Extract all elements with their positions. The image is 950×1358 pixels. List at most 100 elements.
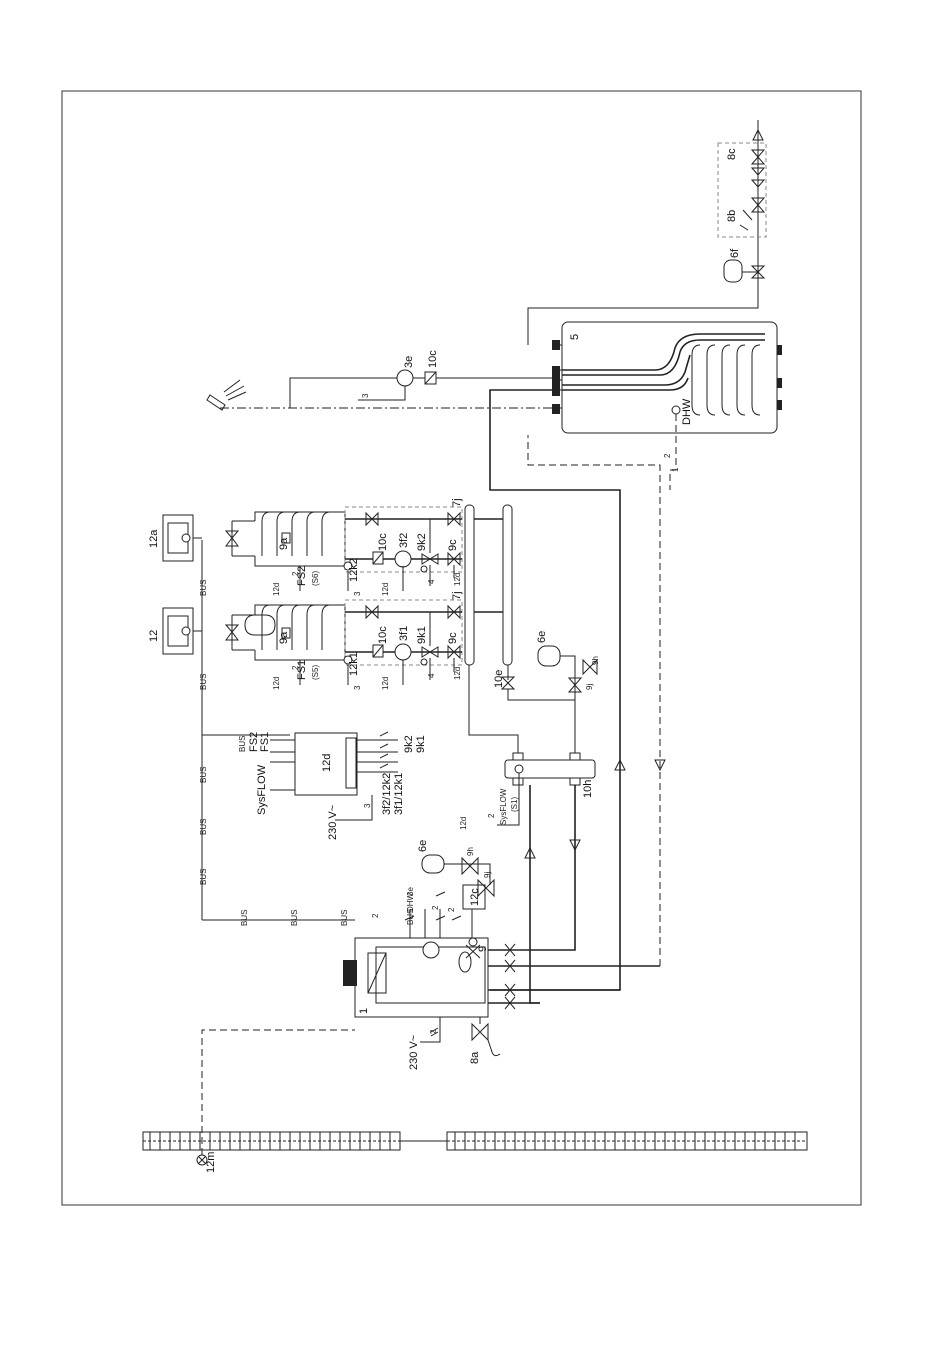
label-c1-12d: 12d [272,677,281,690]
label-bus-3: BUS [340,910,349,926]
heating-circuit-2: 9a 10c 3f2 9k2 9c 7j 12k2 FS2 (S6) 12d 2… [224,498,463,596]
expansion-vessel-cold: 6f [723,248,766,283]
label-bus-8: BUS [199,580,208,596]
label-8c: 8c [726,148,738,160]
control-hub-12d: 12d SysFLOW BUS FS2 FS1 9k2 9k1 3f2/12k2… [238,731,427,815]
label-s1: (S1) [510,797,519,812]
label-hub-bus: BUS [238,736,247,752]
label-c2-wire12d: 12d [381,583,390,596]
heating-circuit-1: 9a 10c 3f1 9k1 9c 7j 12k1 FS1 (S5) 12d 2… [224,591,463,690]
dhw-pump-3e: 3e 10c 3 [358,350,555,401]
label-c2-w2: 2 [291,571,300,576]
label-c1-9a: 9a [278,631,290,644]
remote-control-12a: 12a [148,514,202,562]
label-hub-9k1: 9k1 [415,735,427,753]
label-boiler-dhw: DHW [406,892,415,912]
label-c2-9a: 9a [278,537,290,550]
label-c1-s5: (S5) [311,665,320,680]
label-9j-heating: 9j [585,684,594,690]
label-cyl-w2: 2 [663,453,672,458]
label-cylinder-dhw: DHW [681,398,693,425]
outdoor-wall [142,1131,808,1151]
cold-water-group-8c: 8c 8b [717,142,767,238]
label-bus-4: BUS [199,869,208,885]
label-c2-10c: 10c [377,533,389,551]
label-10c-dhw: 10c [427,350,439,368]
label-6e-heating: 6e [536,631,548,643]
label-remote-12a: 12a [148,529,160,548]
label-12c: 12c [469,888,481,906]
label-c2-7j: 7j [451,498,463,507]
tap-icon [206,379,247,411]
label-sysflow: SysFLOW [499,788,508,825]
label-dhw-wires: 3 [361,393,370,398]
label-c1-w2: 2 [291,665,300,670]
label-cyl-w1: 1 [671,467,680,472]
label-remote-12: 12 [148,630,160,642]
label-bus-1: BUS [240,910,249,926]
diagram-frame [61,90,862,1206]
label-cylinder-5: 5 [569,334,581,340]
label-c2-wire12d-b: 12d [453,573,462,586]
label-8b: 8b [726,210,738,222]
label-boiler-3e: 3e [406,887,415,896]
distribution-manifold: 10e [464,504,575,755]
expansion-vessel-heating: 6e 9h 9j [536,631,600,755]
label-9j-boiler: 9j [483,872,492,878]
label-sysflow-wires: 2 [487,813,496,818]
label-9h-heating: 9h [591,656,600,665]
label-3e: 3e [403,356,415,368]
safety-valve-8a: 8a [469,1017,501,1064]
label-9h-boiler: 9h [466,847,475,856]
label-c1-10c: 10c [377,626,389,644]
label-c2-fs2: FS2 [296,566,308,586]
label-c1-3f1: 3f1 [398,626,410,641]
label-wire-b: 2 [447,907,456,912]
label-bus-2: BUS [290,910,299,926]
hydraulic-separator: 10h SysFLOW (S1) 12d 2 [459,752,596,830]
label-8a: 8a [469,1051,481,1064]
label-boiler-mains-wires: 2 [429,1029,438,1034]
label-c1-w4: 4 [427,673,436,678]
label-c2-12d: 12d [272,583,281,596]
label-boiler-9: 9 [477,946,489,952]
label-c2-9k2: 9k2 [416,533,428,551]
label-c1-7j: 7j [451,591,463,600]
label-c2-9c: 9c [447,539,459,551]
label-hub-left: SysFLOW [256,764,268,815]
label-c1-w3: 3 [353,685,362,690]
label-bus-7: BUS [199,674,208,690]
label-wire-a: 2 [431,905,440,910]
label-12m: 12m [205,1152,217,1173]
hot-water-cylinder: 5 DHW 2 1 [552,321,782,490]
boiler-unit: 1 9 [343,937,489,1018]
label-hub-fs2: FS2 [248,732,260,752]
label-sysflow-12d: 12d [459,817,468,830]
remote-control-12: 12 [148,607,202,655]
label-c1-fs1: FS1 [296,660,308,680]
label-hub-3f2: 3f2/12k2 [381,773,393,815]
label-c2-w3: 3 [353,591,362,596]
label-c2-s6: (S6) [311,571,320,586]
label-boiler-bus: BUS [406,909,415,925]
label-hub: 12d [321,754,333,772]
label-wire-c: 2 [371,913,380,918]
label-6e-boiler: 6e [417,840,429,852]
label-bus-5: BUS [199,819,208,835]
outdoor-sensor-12m: 12m [196,1152,217,1173]
label-c1-wire12d-b: 12d [453,667,462,680]
label-hub-fs1: FS1 [259,732,271,752]
label-c2-w4: 4 [427,579,436,584]
label-6f: 6f [729,248,741,258]
label-hub-mains-wires: 3 [363,803,372,808]
label-10h: 10h [582,780,594,798]
expansion-vessel-boiler: 6e 9h 9j [417,840,495,898]
controller-12c [462,884,486,910]
label-hub-mains: 230 V~ [327,805,339,840]
label-c1-9c: 9c [447,632,459,644]
label-hub-9k2: 9k2 [403,735,415,753]
label-hub-3f1: 3f1/12k1 [393,773,405,815]
label-c1-12k1: 12k1 [348,652,360,676]
label-10e: 10e [493,670,505,688]
label-c1-wire12d: 12d [381,677,390,690]
